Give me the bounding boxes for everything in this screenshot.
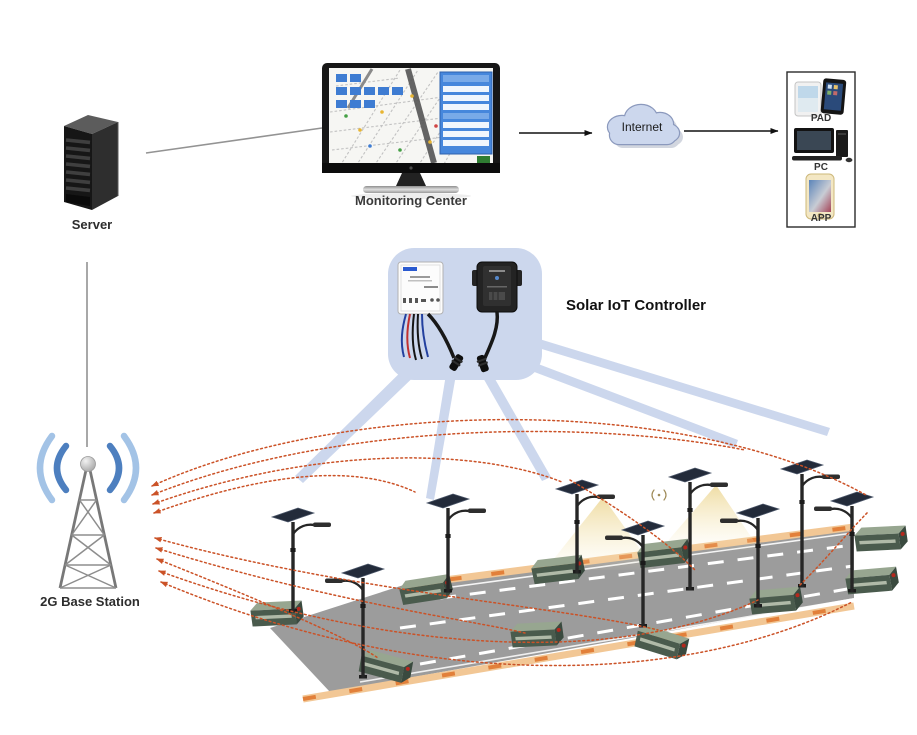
solar-panel: [735, 503, 781, 519]
internet-label: Internet: [621, 120, 663, 134]
battery-box: [510, 621, 564, 648]
battery-box: [634, 625, 690, 660]
link-server-monitor: [145, 127, 323, 154]
solar-panel: [270, 507, 316, 523]
controller-coverage-rays: [295, 338, 830, 500]
monitoring-center-label: Monitoring Center: [355, 193, 467, 208]
lamp-head: [720, 518, 738, 523]
street-light: [814, 491, 875, 593]
street-light: [554, 479, 615, 574]
lamp-head: [710, 482, 728, 487]
solar-panel: [340, 563, 386, 579]
gsm-controller-icon: [472, 261, 522, 373]
lamp-head: [814, 506, 832, 511]
map-device-markers: [336, 74, 403, 108]
street-light: [270, 507, 331, 613]
client-devices-panel: [786, 71, 856, 228]
wireless-signal-icon: [651, 489, 667, 501]
map-status-panel: [439, 71, 493, 155]
lamp-head: [597, 494, 615, 499]
street-lights: [270, 459, 875, 679]
tablet-icon: [794, 78, 847, 117]
solar-panel: [779, 459, 825, 475]
solar-panel: [554, 479, 600, 495]
street-light: [325, 563, 386, 679]
map-dots: [344, 94, 438, 152]
radio-wave-icon: [36, 432, 140, 504]
battery-box: [845, 566, 899, 595]
solar-panel: [425, 493, 471, 509]
base-station-label: 2G Base Station: [40, 594, 140, 609]
street-light: [720, 503, 781, 608]
battery-box: [854, 525, 908, 552]
lamp-head: [468, 508, 486, 513]
solar-iot-controller: [388, 248, 542, 380]
solar-controller-icon: [397, 261, 464, 371]
solar-panel: [667, 467, 713, 483]
wireless-arcs: [151, 418, 869, 667]
desktop-computer-icon: [792, 128, 853, 163]
antenna-tower-icon: [58, 462, 118, 589]
road-surface: [270, 525, 854, 692]
solar-iot-controller-label: Solar IoT Controller: [566, 297, 707, 314]
street-light: [667, 467, 728, 591]
battery-box: [250, 600, 304, 627]
lamp-head: [313, 522, 331, 527]
base-station: [36, 432, 140, 589]
pad-label: PAD: [810, 113, 832, 124]
street-light: [425, 493, 486, 593]
lamp-head: [605, 535, 623, 540]
pc-label: PC: [814, 162, 828, 173]
lamp-beams: [545, 485, 760, 570]
wired-links: [86, 127, 323, 447]
server-tower-icon: [64, 115, 119, 210]
battery-box: [399, 573, 453, 605]
battery-box: [637, 538, 691, 569]
server-label: Server: [71, 217, 113, 232]
solar-panel: [620, 520, 666, 536]
cloud-icon: [606, 103, 683, 148]
solar-panel: [829, 491, 875, 507]
street-light: [779, 459, 840, 588]
battery-box: [358, 650, 414, 683]
smartphone-icon: [805, 173, 835, 220]
lamp-head: [325, 578, 343, 583]
monitor-map-icon: [322, 63, 500, 199]
street-light: [605, 520, 666, 628]
app-label: APP: [810, 213, 832, 224]
battery-box: [749, 586, 803, 615]
flow-arrows: [519, 128, 779, 136]
